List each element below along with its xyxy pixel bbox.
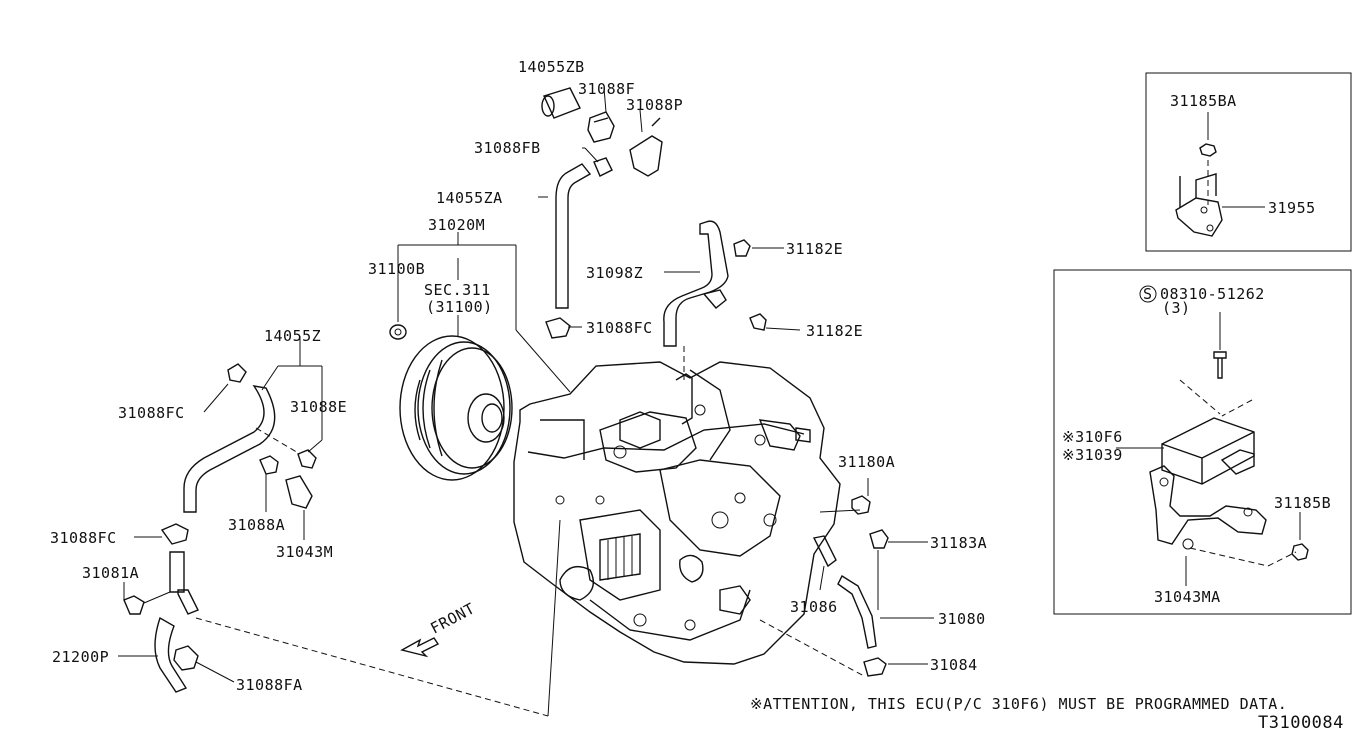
label-21200P: 21200P — [52, 648, 109, 666]
label-31088FA: 31088FA — [236, 676, 303, 694]
label-31084: 31084 — [930, 656, 978, 674]
label-bolt-qty: (3) — [1162, 299, 1191, 317]
label-31182E-bottom: 31182E — [806, 322, 863, 340]
label-31088E: 31088E — [290, 398, 347, 416]
circled-s-icon — [1139, 285, 1157, 303]
bolt-symbol: S — [1143, 285, 1153, 303]
label-sec311-sub: (31100) — [426, 298, 493, 316]
label-31185BA: 31185BA — [1170, 92, 1237, 110]
inset-box-ecu — [1053, 269, 1352, 615]
label-08310-51262: 08310-51262 — [1160, 285, 1265, 303]
label-31100B: 31100B — [368, 260, 425, 278]
torque-converter-drawing — [389, 232, 571, 481]
label-31081A: 31081A — [82, 564, 139, 582]
label-31088FB: 31088FB — [474, 139, 541, 157]
label-31043MA: 31043MA — [1154, 588, 1221, 606]
label-14055ZB: 14055ZB — [518, 58, 585, 76]
ecu-assembly-drawing — [1116, 312, 1309, 586]
label-31088FC-mid: 31088FC — [586, 319, 653, 337]
bracket-31955-drawing — [1175, 112, 1265, 237]
left-hose-assembly-drawing — [118, 336, 561, 717]
label-31088P: 31088P — [626, 96, 683, 114]
label-31183A: 31183A — [930, 534, 987, 552]
label-31185B: 31185B — [1274, 494, 1331, 512]
label-31955: 31955 — [1268, 199, 1316, 217]
label-31080: 31080 — [938, 610, 986, 628]
attention-note: ※ATTENTION, THIS ECU(P/C 310F6) MUST BE … — [750, 695, 1287, 713]
label-31086: 31086 — [790, 598, 838, 616]
label-31088FC-low: 31088FC — [50, 529, 117, 547]
label-31039: ※31039 — [1062, 446, 1123, 464]
label-14055ZA: 14055ZA — [436, 189, 503, 207]
label-31180A: 31180A — [838, 453, 895, 471]
inset-box-top — [1145, 72, 1352, 252]
label-31182E-top: 31182E — [786, 240, 843, 258]
cooler-hose-right-drawing — [663, 220, 801, 347]
diagram-id: T3100084 — [1258, 713, 1344, 733]
front-arrow-icon — [400, 637, 440, 658]
label-31020M: 31020M — [428, 216, 485, 234]
label-31088F: 31088F — [578, 80, 635, 98]
right-side-parts-drawing — [759, 478, 934, 677]
label-31088A: 31088A — [228, 516, 285, 534]
label-31098Z: 31098Z — [586, 264, 643, 282]
callout-labels: 14055ZB 31088F 31088P 31088FB 14055ZA 31… — [50, 58, 1331, 694]
label-31088FC-left: 31088FC — [118, 404, 185, 422]
cooler-hose-top-drawing — [538, 87, 663, 339]
label-front: FRONT — [427, 599, 478, 637]
label-310F6: ※310F6 — [1062, 428, 1123, 446]
label-14055Z: 14055Z — [264, 327, 321, 345]
label-31043M: 31043M — [276, 543, 333, 561]
label-sec311: SEC.311 — [424, 281, 491, 299]
transmission-body-drawing — [513, 346, 841, 665]
